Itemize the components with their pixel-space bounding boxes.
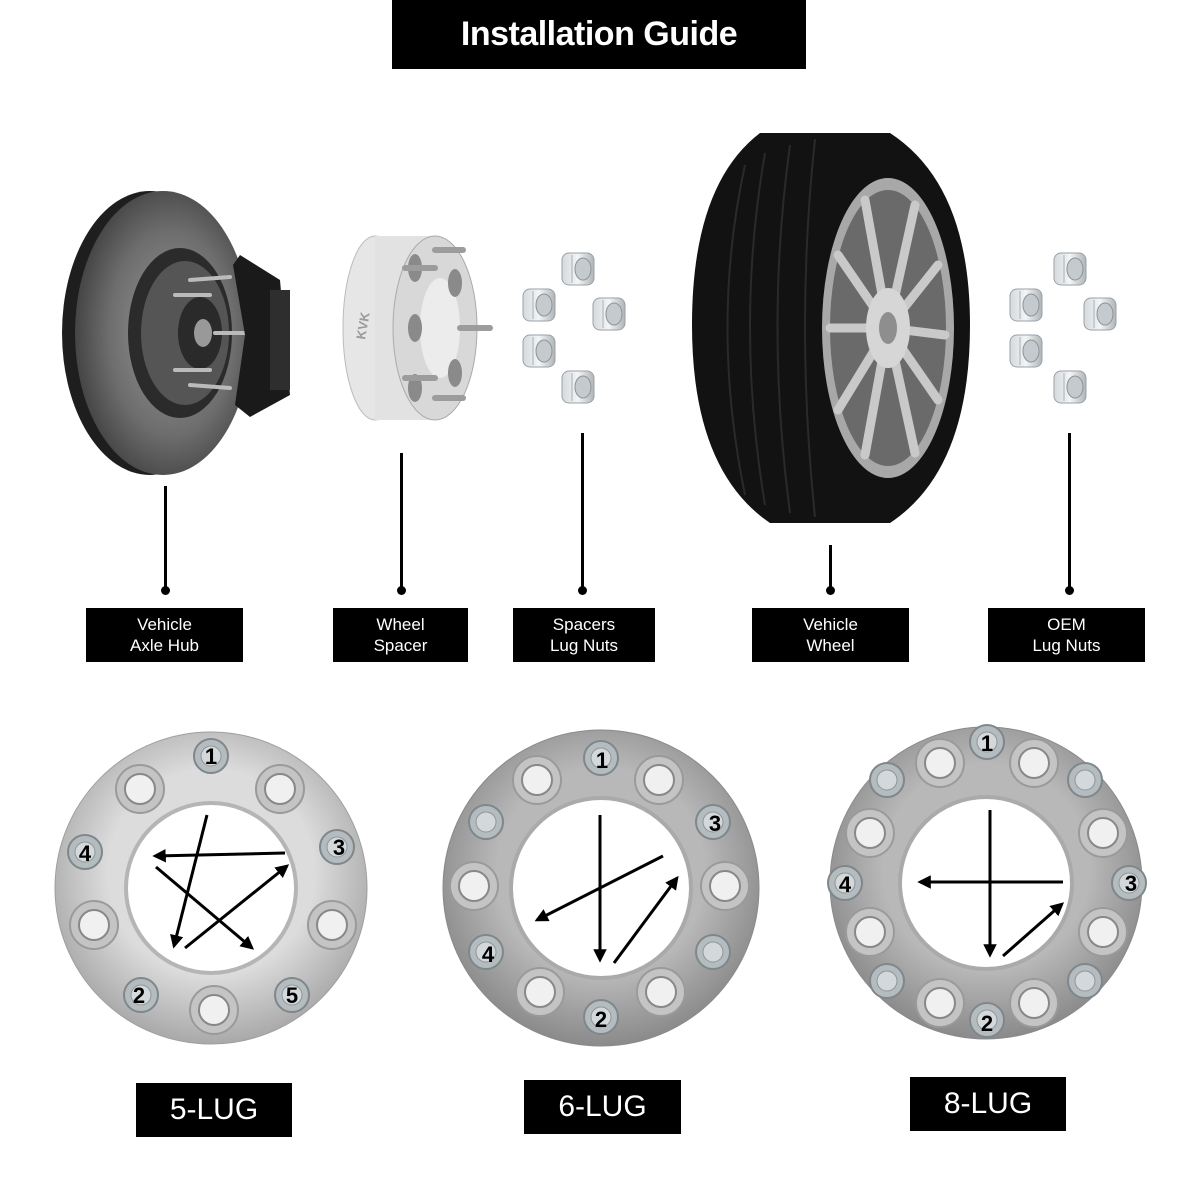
seq-5-2: 2 <box>133 983 145 1008</box>
tire-wheel-icon <box>690 125 972 530</box>
seq-8-3: 3 <box>1125 871 1137 896</box>
seq-5-3: 3 <box>333 835 345 860</box>
connector-line-oem-lug-nuts <box>1068 433 1071 588</box>
pattern-8-lug <box>827 724 1147 1040</box>
connector-dot-vehicle-wheel <box>826 586 835 595</box>
spacer-logo: KVK <box>353 310 373 340</box>
seq-5-5: 5 <box>286 983 298 1008</box>
connector-line-spacer-lug-nuts <box>581 433 584 588</box>
seq-6-3: 3 <box>709 811 721 836</box>
label-wheel-spacer: Wheel Spacer <box>333 608 468 662</box>
page-title: Installation Guide <box>392 0 806 69</box>
seq-8-4: 4 <box>839 872 852 897</box>
connector-dot-axle-hub <box>161 586 170 595</box>
seq-8-2: 2 <box>981 1011 993 1036</box>
seq-5-1: 1 <box>205 744 217 769</box>
pattern-5-lug <box>54 731 368 1045</box>
wheel-spacer-icon: KVK <box>335 228 497 428</box>
label-8-lug: 8-LUG <box>910 1077 1066 1131</box>
label-oem-lug-nuts: OEM Lug Nuts <box>988 608 1145 662</box>
label-vehicle-wheel: Vehicle Wheel <box>752 608 909 662</box>
label-6-lug: 6-LUG <box>524 1080 681 1134</box>
label-spacer-lug-nuts: Spacers Lug Nuts <box>513 608 655 662</box>
seq-6-4: 4 <box>482 942 495 967</box>
brake-rotor-hub-icon <box>55 185 305 480</box>
connector-line-vehicle-wheel <box>829 545 832 588</box>
seq-6-1: 1 <box>596 748 608 773</box>
connector-dot-wheel-spacer <box>397 586 406 595</box>
connector-line-axle-hub <box>164 486 167 588</box>
connector-dot-spacer-lug-nuts <box>578 586 587 595</box>
pattern-6-lug <box>442 729 760 1047</box>
seq-6-2: 2 <box>595 1007 607 1032</box>
seq-8-1: 1 <box>981 731 993 756</box>
seq-5-4: 4 <box>79 841 92 866</box>
oem-lug-nuts-icon <box>1000 248 1125 413</box>
label-axle-hub: Vehicle Axle Hub <box>86 608 243 662</box>
connector-line-wheel-spacer <box>400 453 403 588</box>
spacer-lug-nuts-icon <box>515 248 630 413</box>
connector-dot-oem-lug-nuts <box>1065 586 1074 595</box>
label-5-lug: 5-LUG <box>136 1083 292 1137</box>
